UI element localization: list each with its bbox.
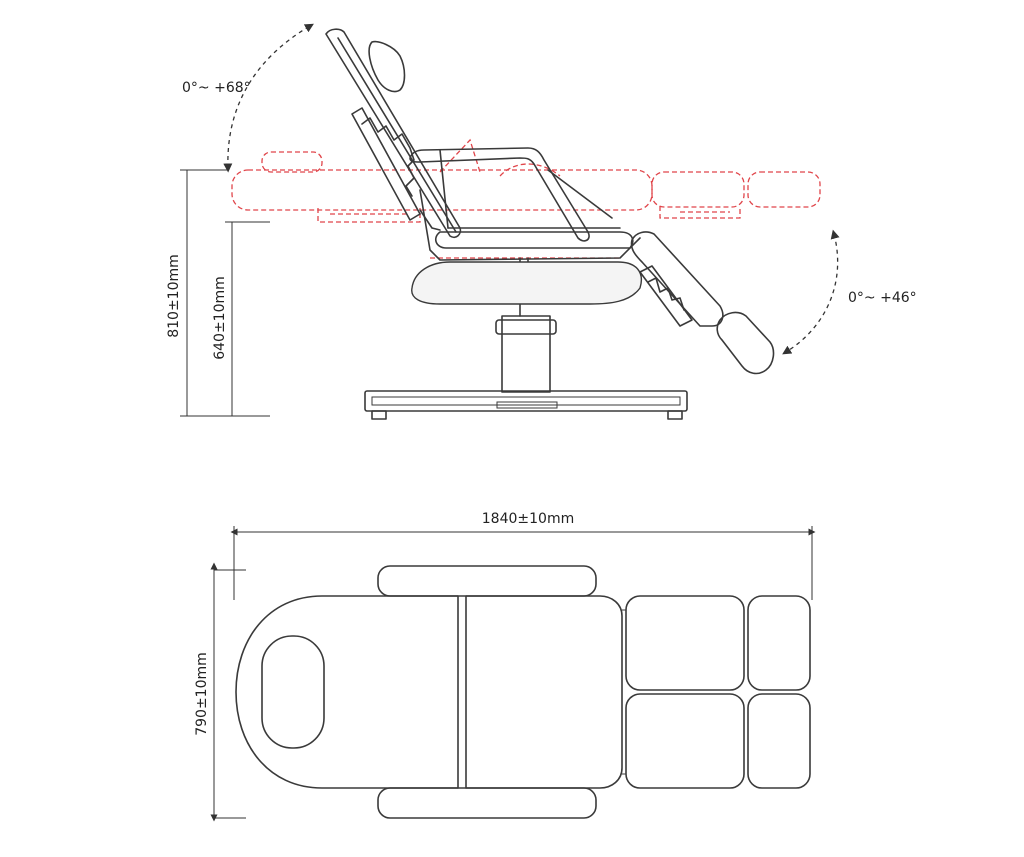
seat bbox=[419, 189, 641, 261]
leg-upper-left bbox=[625, 595, 745, 691]
legrest-angle-arc bbox=[782, 229, 840, 355]
backrest bbox=[325, 28, 462, 239]
height-dimension-lines bbox=[180, 169, 270, 417]
foot-left bbox=[747, 595, 811, 691]
seat-shell bbox=[411, 261, 642, 305]
face-opening bbox=[261, 635, 325, 749]
legrest bbox=[630, 231, 775, 375]
armrest-bottom bbox=[377, 787, 597, 819]
hinge-bar bbox=[457, 595, 467, 789]
side-view: 0°~ +68° 0°~ +46° 810±10mm 640±10mm bbox=[166, 23, 917, 420]
backrest-top bbox=[235, 595, 459, 789]
top-view: 1840±10mm 790±10mm bbox=[194, 511, 816, 822]
backrest-angle-arc bbox=[223, 23, 314, 173]
width-label: 790±10mm bbox=[194, 652, 210, 736]
armrest-top bbox=[377, 565, 597, 597]
total-height-label: 810±10mm bbox=[166, 254, 182, 338]
backrest-angle-label: 0°~ +68° bbox=[182, 80, 251, 96]
foot-right bbox=[747, 693, 811, 789]
chair-base bbox=[364, 390, 688, 420]
seat-height-label: 640±10mm bbox=[212, 276, 228, 360]
legrest-angle-label: 0°~ +46° bbox=[848, 290, 917, 306]
armrest bbox=[409, 147, 613, 242]
leg-upper-right bbox=[625, 693, 745, 789]
length-label: 1840±10mm bbox=[482, 511, 574, 527]
seat-top bbox=[465, 595, 623, 789]
